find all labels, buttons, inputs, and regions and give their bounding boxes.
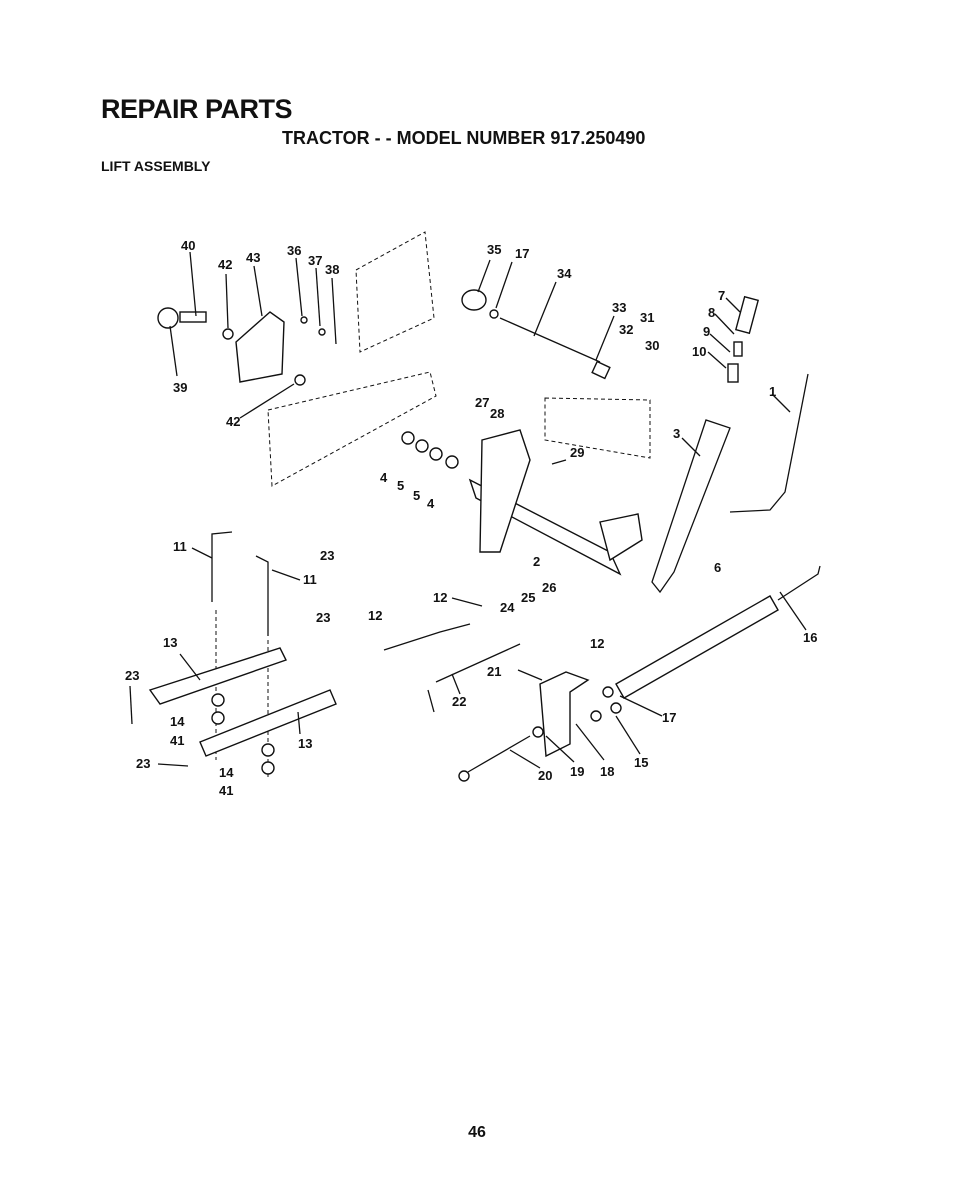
section-heading: LIFT ASSEMBLY	[101, 158, 211, 174]
callout: 6	[714, 560, 721, 575]
callout: 42	[218, 257, 232, 272]
callout: 37	[308, 253, 322, 268]
callout: 41	[219, 783, 233, 798]
callout: 16	[803, 630, 817, 645]
callout: 14	[170, 714, 185, 729]
callout: 34	[557, 266, 572, 281]
callout: 12	[433, 590, 447, 605]
leader-lines	[129, 251, 807, 769]
callout: 7	[718, 288, 725, 303]
callout: 36	[287, 243, 301, 258]
callout: 41	[170, 733, 184, 748]
callout: 9	[703, 324, 710, 339]
callout: 17	[515, 246, 529, 261]
callout: 17	[662, 710, 676, 725]
callout: 30	[645, 338, 659, 353]
page-title: REPAIR PARTS	[101, 94, 293, 124]
callout: 28	[490, 406, 504, 421]
model-subtitle: TRACTOR - - MODEL NUMBER 917.250490	[282, 128, 646, 148]
callout: 20	[538, 768, 552, 783]
callout: 22	[452, 694, 466, 709]
callout: 23	[320, 548, 334, 563]
callout: 2	[533, 554, 540, 569]
callout: 8	[708, 305, 715, 320]
callout: 43	[246, 250, 260, 265]
callout: 18	[600, 764, 614, 779]
callout: 21	[487, 664, 501, 679]
callout: 3	[673, 426, 680, 441]
callout: 42	[226, 414, 240, 429]
callout: 23	[136, 756, 150, 771]
callout: 27	[475, 395, 489, 410]
callout: 32	[619, 322, 633, 337]
callout: 33	[612, 300, 626, 315]
callout: 39	[173, 380, 187, 395]
callout: 25	[521, 590, 535, 605]
callout: 5	[413, 488, 420, 503]
callout: 40	[181, 238, 195, 253]
callout: 23	[125, 668, 139, 683]
callout: 12	[590, 636, 604, 651]
callout: 13	[298, 736, 312, 751]
callout: 13	[163, 635, 177, 650]
callout: 10	[692, 344, 706, 359]
callout: 23	[316, 610, 330, 625]
callout: 4	[380, 470, 388, 485]
callout: 11	[303, 572, 317, 587]
callout: 19	[570, 764, 584, 779]
page-number: 46	[468, 1124, 486, 1141]
callout: 5	[397, 478, 404, 493]
frame-plate-phantom	[267, 231, 651, 487]
callout: 15	[634, 755, 648, 770]
callout: 38	[325, 262, 339, 277]
callout-labels: 1 2 3 4 4 5 5 6 7 8 9 10 11 11 12 12 12 …	[125, 238, 817, 798]
callout: 35	[487, 242, 501, 257]
callout: 14	[219, 765, 234, 780]
callout: 12	[368, 608, 382, 623]
callout: 31	[640, 310, 654, 325]
callout: 11	[173, 539, 187, 554]
callout: 26	[542, 580, 556, 595]
callout: 1	[769, 384, 776, 399]
callout: 24	[500, 600, 515, 615]
callout: 29	[570, 445, 584, 460]
callout: 4	[427, 496, 435, 511]
